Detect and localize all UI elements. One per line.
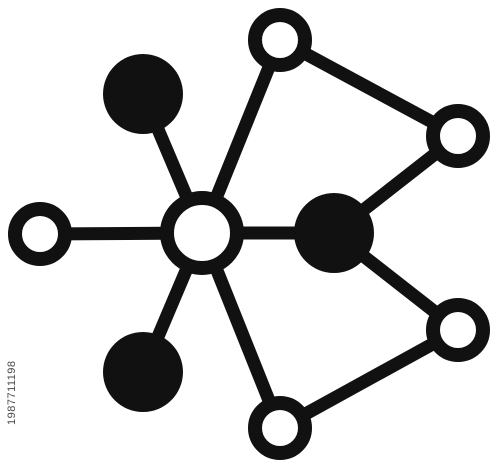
node-circles [8,8,490,460]
node-bottom-hollow [248,396,312,460]
connector-lines [39,34,463,434]
edge-right-lower-to-bottom [276,324,462,434]
edge-top-to-right-upper [276,34,462,142]
node-right-upper-hollow [426,104,490,168]
node-bottom-left-solid [103,332,183,412]
node-left-hollow [8,202,72,266]
node-top-left-solid [103,54,183,134]
node-top-hollow [248,8,312,72]
side-watermark-text: 1987711198 [6,360,18,425]
node-right-center-solid [294,193,374,273]
node-hub-hollow [160,191,244,275]
node-right-lower-hollow [426,298,490,362]
